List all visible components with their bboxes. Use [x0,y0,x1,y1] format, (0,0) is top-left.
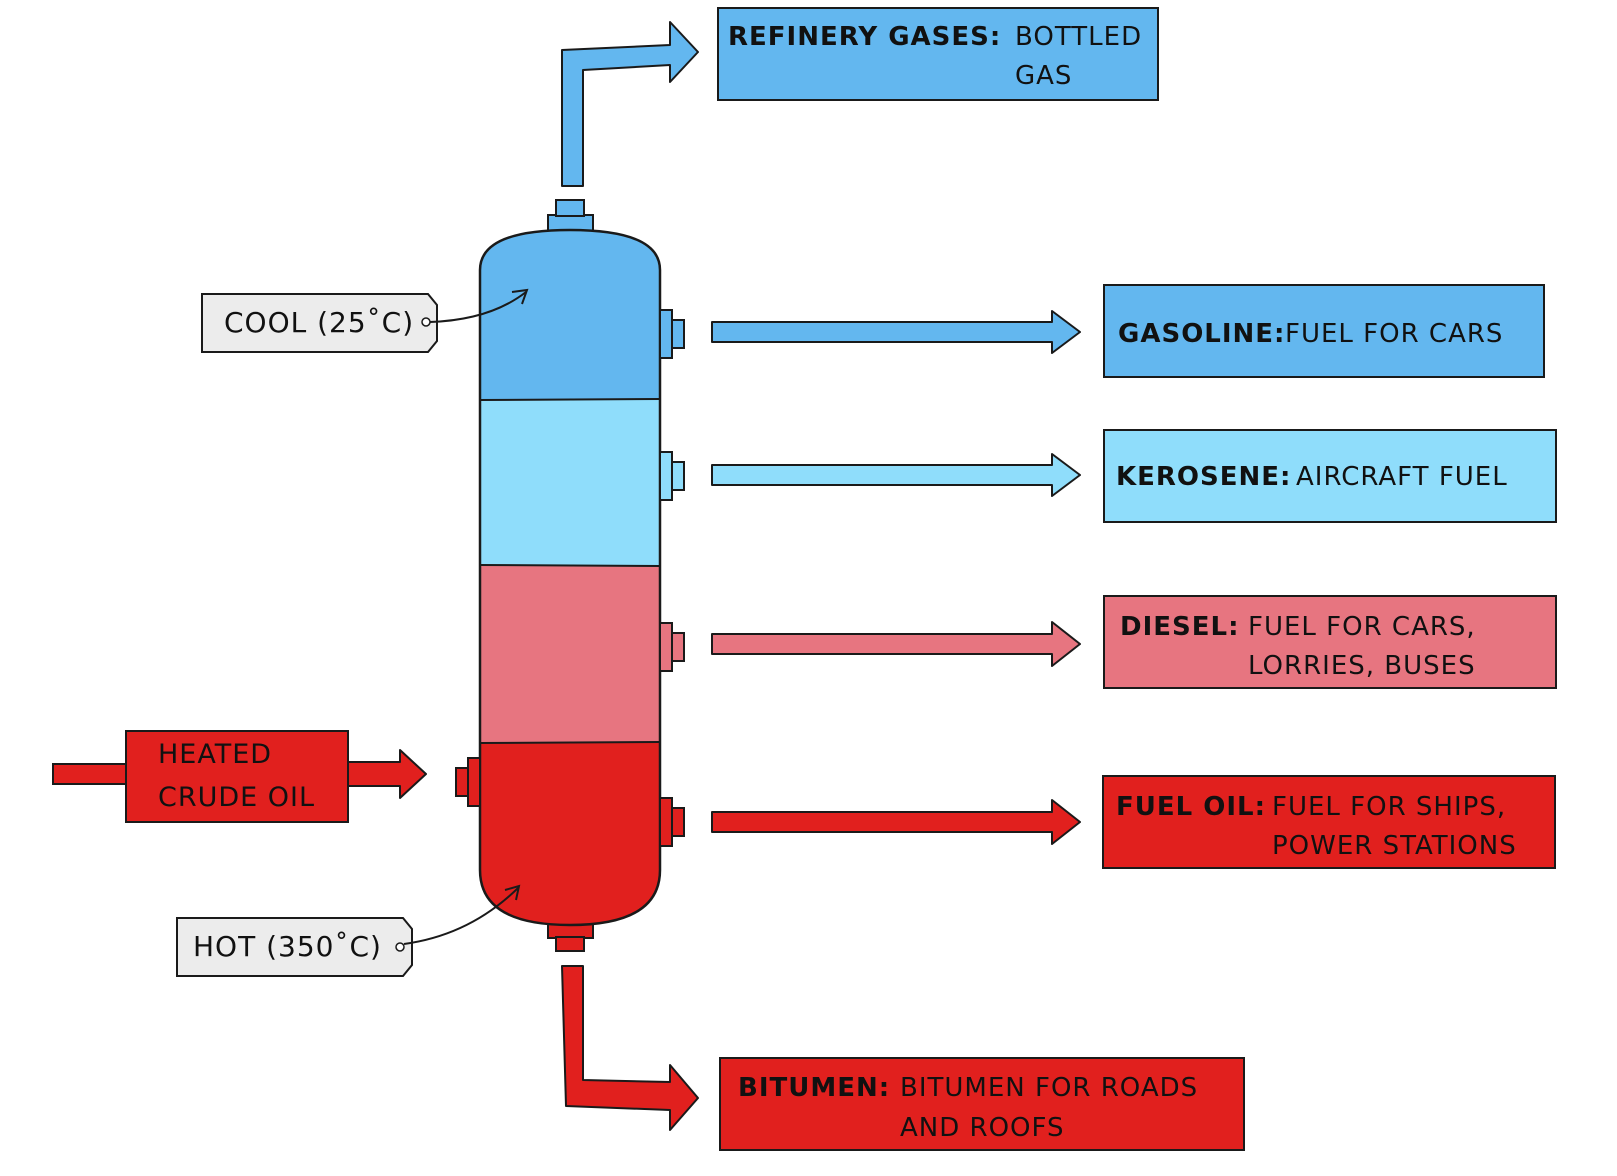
gasoline-use: FUEL FOR CARS [1285,319,1503,349]
section-divider [479,398,661,401]
box-fuel-oil [1102,775,1556,869]
bitumen-name: BITUMEN: [738,1073,890,1103]
diesel-use-line1: FUEL FOR CARS, [1248,612,1476,642]
column-body [480,230,660,925]
arrow-fueloil [711,799,1081,845]
outlet-nozzle-diesel [659,622,673,672]
box-bitumen [719,1057,1245,1151]
column-bottom-nozzle-cap [555,936,585,952]
box-gasoline [1103,284,1545,378]
pointer-hot [403,887,519,945]
tag-hot-hole [395,942,405,952]
box-kerosene [1103,429,1557,523]
tag-cool [201,293,438,353]
tag-cool-text: COOL (25˚C) [224,306,414,339]
tag-hot [176,917,413,977]
input-label-line1: HEATED [158,739,272,770]
bitumen-use-line2: AND ROOFS [900,1113,1065,1143]
outlet-nozzle-fueloil [659,797,673,847]
column-top-nozzle-cap [555,199,585,217]
kerosene-name: KEROSENE: [1116,462,1291,492]
input-label-line2: CRUDE OIL [158,782,315,813]
outlet-nozzle-gasoline-cap [671,319,685,349]
refinery-use-line2: GAS [1015,61,1072,91]
tag-hot-text: HOT (350˚C) [193,930,382,963]
column-middle-lower [480,565,660,743]
diesel-name: DIESEL: [1120,612,1239,642]
pointer-hot-head [504,884,521,901]
arrow-kerosene [711,453,1081,497]
box-refinery-gases [717,7,1159,101]
arrow-diesel [711,621,1081,667]
column-top [480,230,660,400]
fueloil-use-line2: POWER STATIONS [1272,831,1517,861]
column-outline [478,228,662,927]
tag-cool-hole [421,317,431,327]
inlet-pipe [52,763,127,785]
section-divider [479,741,661,744]
inlet-arrow [347,749,427,799]
outlet-nozzle-fueloil-cap [671,807,685,837]
diesel-use-line2: LORRIES, BUSES [1248,651,1476,681]
inlet-nozzle-cap [455,767,469,797]
inlet-nozzle [467,757,481,807]
refinery-use-line1: BOTTLED [1015,22,1142,52]
fueloil-name: FUEL OIL: [1116,792,1266,822]
box-diesel [1103,595,1557,689]
gasoline-name: GASOLINE: [1118,319,1285,349]
pointer-cool-head [511,288,529,305]
arrow-refinery-gases [561,21,699,187]
arrow-bitumen [561,965,699,1131]
kerosene-use: AIRCRAFT FUEL [1296,462,1508,492]
outlet-nozzle-kerosene [659,451,673,501]
column-middle-upper [480,400,660,565]
pointer-cool [429,291,527,323]
outlet-nozzle-gasoline [659,309,673,359]
input-box [125,730,349,823]
fueloil-use-line1: FUEL FOR SHIPS, [1272,792,1506,822]
refinery-name: REFINERY GASES: [728,22,1001,52]
bitumen-use-line1: BITUMEN FOR ROADS [900,1073,1198,1103]
section-divider [479,564,661,567]
outlet-nozzle-kerosene-cap [671,461,685,491]
outlet-nozzle-diesel-cap [671,632,685,662]
arrow-gasoline [711,310,1081,354]
